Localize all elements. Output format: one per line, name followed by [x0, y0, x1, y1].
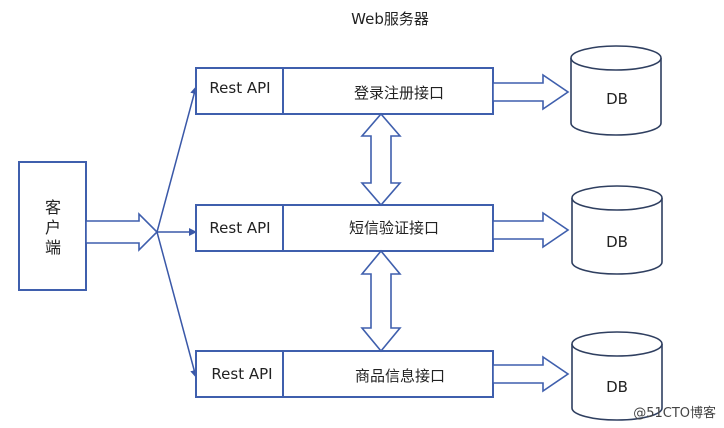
- rest-api-label-1: Rest API: [209, 79, 270, 97]
- db-arrow-3: [492, 355, 570, 393]
- client-box: [18, 161, 87, 291]
- db-arrow-1: [492, 73, 570, 111]
- rest-api-label-2: Rest API: [209, 219, 270, 237]
- watermark: @51CTO博客: [633, 405, 716, 421]
- db-label-2: DB: [606, 233, 628, 251]
- client-label-char-3: 端: [45, 238, 61, 257]
- service-box-login: [195, 67, 494, 115]
- double-arrow-sms-product: [360, 249, 402, 353]
- rest-api-label-3: Rest API: [211, 365, 272, 383]
- client-label-char-2: 户: [45, 218, 61, 237]
- diagram-title: Web服务器: [351, 10, 429, 28]
- edge-to-rest-api-1: [156, 86, 199, 233]
- service-label-product: 商品信息接口: [355, 367, 445, 385]
- client-output-arrow: [85, 212, 159, 252]
- db-arrow-2: [492, 211, 570, 249]
- db-label-3: DB: [606, 378, 628, 396]
- db-cylinder-1: DB: [570, 45, 662, 136]
- service-box-sms: [195, 204, 494, 252]
- service-label-login: 登录注册接口: [354, 84, 444, 102]
- client-label-char-1: 客: [45, 198, 61, 217]
- service-box-product: [195, 350, 494, 398]
- db-cylinder-2: DB: [571, 185, 663, 275]
- edge-to-rest-api-3: [156, 231, 199, 378]
- service-label-sms: 短信验证接口: [349, 219, 439, 237]
- double-arrow-login-sms: [360, 112, 402, 207]
- db-cylinder-3: DB: [571, 331, 663, 421]
- db-label-1: DB: [606, 90, 628, 108]
